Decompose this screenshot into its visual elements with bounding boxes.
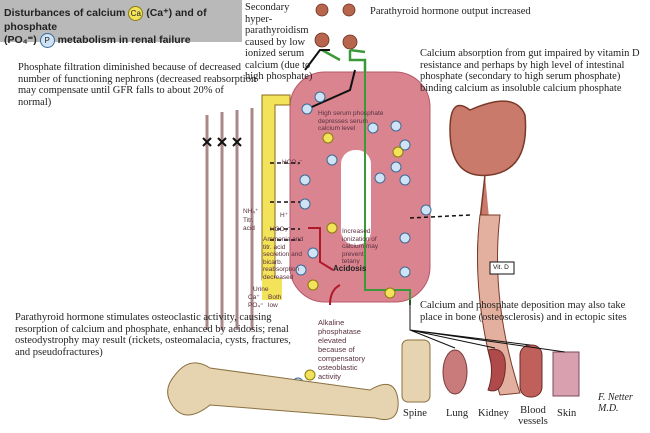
phosphate-filtration-note: Phosphate filtration diminished because … bbox=[18, 62, 257, 108]
spine-icon bbox=[401, 339, 431, 403]
nh4-label: NH₄⁺ bbox=[243, 208, 259, 215]
femur-bone bbox=[167, 362, 399, 420]
titr-acid-label: Titr. acid bbox=[243, 217, 255, 232]
urine-ca-label: Ca⁺ bbox=[248, 294, 260, 301]
blood-vessels-icon bbox=[519, 344, 543, 398]
hco3-label: HCO₃⁻ bbox=[282, 159, 303, 166]
kidney-icon bbox=[487, 348, 506, 392]
site-label-lung: Lung bbox=[446, 408, 469, 419]
lung-icon bbox=[442, 349, 468, 395]
site-label-spine: Spine bbox=[403, 408, 427, 419]
urine-label: Urine bbox=[253, 286, 269, 293]
both-low-label: Both low bbox=[268, 294, 282, 309]
deposition-note: Calcium and phosphate deposition may als… bbox=[420, 300, 627, 323]
parathyroid-glands-icon bbox=[314, 3, 358, 50]
high-serum-phosphate-note: High serum phosphate depresses serum cal… bbox=[318, 110, 384, 132]
h-plus-label: H⁺ bbox=[280, 212, 289, 219]
skin-icon bbox=[552, 351, 580, 397]
calcium-icon: Ca bbox=[128, 6, 144, 21]
site-label-blood-vessels: Blood vessels bbox=[518, 405, 548, 427]
calcium-absorption-note: Calcium absorption from gut impaired by … bbox=[420, 48, 640, 94]
hco3-label-2: HCO₃⁻ bbox=[270, 226, 291, 233]
blocked-nephron-x-icons bbox=[202, 137, 242, 147]
calcium-ions bbox=[304, 132, 404, 381]
pth-stimulates-note: Parathyroid hormone stimulates osteoclas… bbox=[15, 312, 291, 358]
secondary-hyperparathyroidism-note: Secondary hyper-parathyroidism caused by… bbox=[245, 2, 313, 82]
phosphate-ions bbox=[292, 91, 432, 389]
title-text: metabolism in renal failure bbox=[57, 34, 191, 46]
ammonia-note: Ammonia and titr. acid secretion and bic… bbox=[263, 236, 304, 281]
urine-collecting-duct bbox=[262, 278, 282, 300]
figure-title: Disturbances of calcium Ca (Ca⁺) and of … bbox=[0, 0, 242, 48]
phosphate-icon: P bbox=[39, 33, 55, 48]
title-text: (Ca⁺) and of phosphate bbox=[4, 7, 207, 33]
acidosis-label: Acidosis bbox=[333, 264, 367, 273]
site-label-kidney: Kidney bbox=[478, 408, 509, 419]
site-label-skin: Skin bbox=[557, 408, 577, 419]
vit-d-box bbox=[489, 261, 515, 275]
nephron-tubules bbox=[205, 108, 254, 330]
artist-signature: F. Netter M.D. bbox=[598, 392, 633, 414]
increased-ionization-note: Increased ionization of calcium may prev… bbox=[342, 228, 379, 265]
title-text: Disturbances of calcium bbox=[4, 7, 126, 19]
alkaline-phosphatase-note: Alkaline phosphatase elevated because of… bbox=[318, 318, 366, 381]
vessel-lumen bbox=[341, 150, 371, 245]
acidosis-arrow bbox=[308, 227, 341, 306]
vit-d-label: Vit. D bbox=[493, 264, 509, 271]
title-text: (PO₄⁼) bbox=[4, 34, 37, 46]
pth-output-note: Parathyroid hormone output increased bbox=[370, 6, 531, 17]
urine-po4-label: PO₄⁼ bbox=[248, 302, 264, 309]
